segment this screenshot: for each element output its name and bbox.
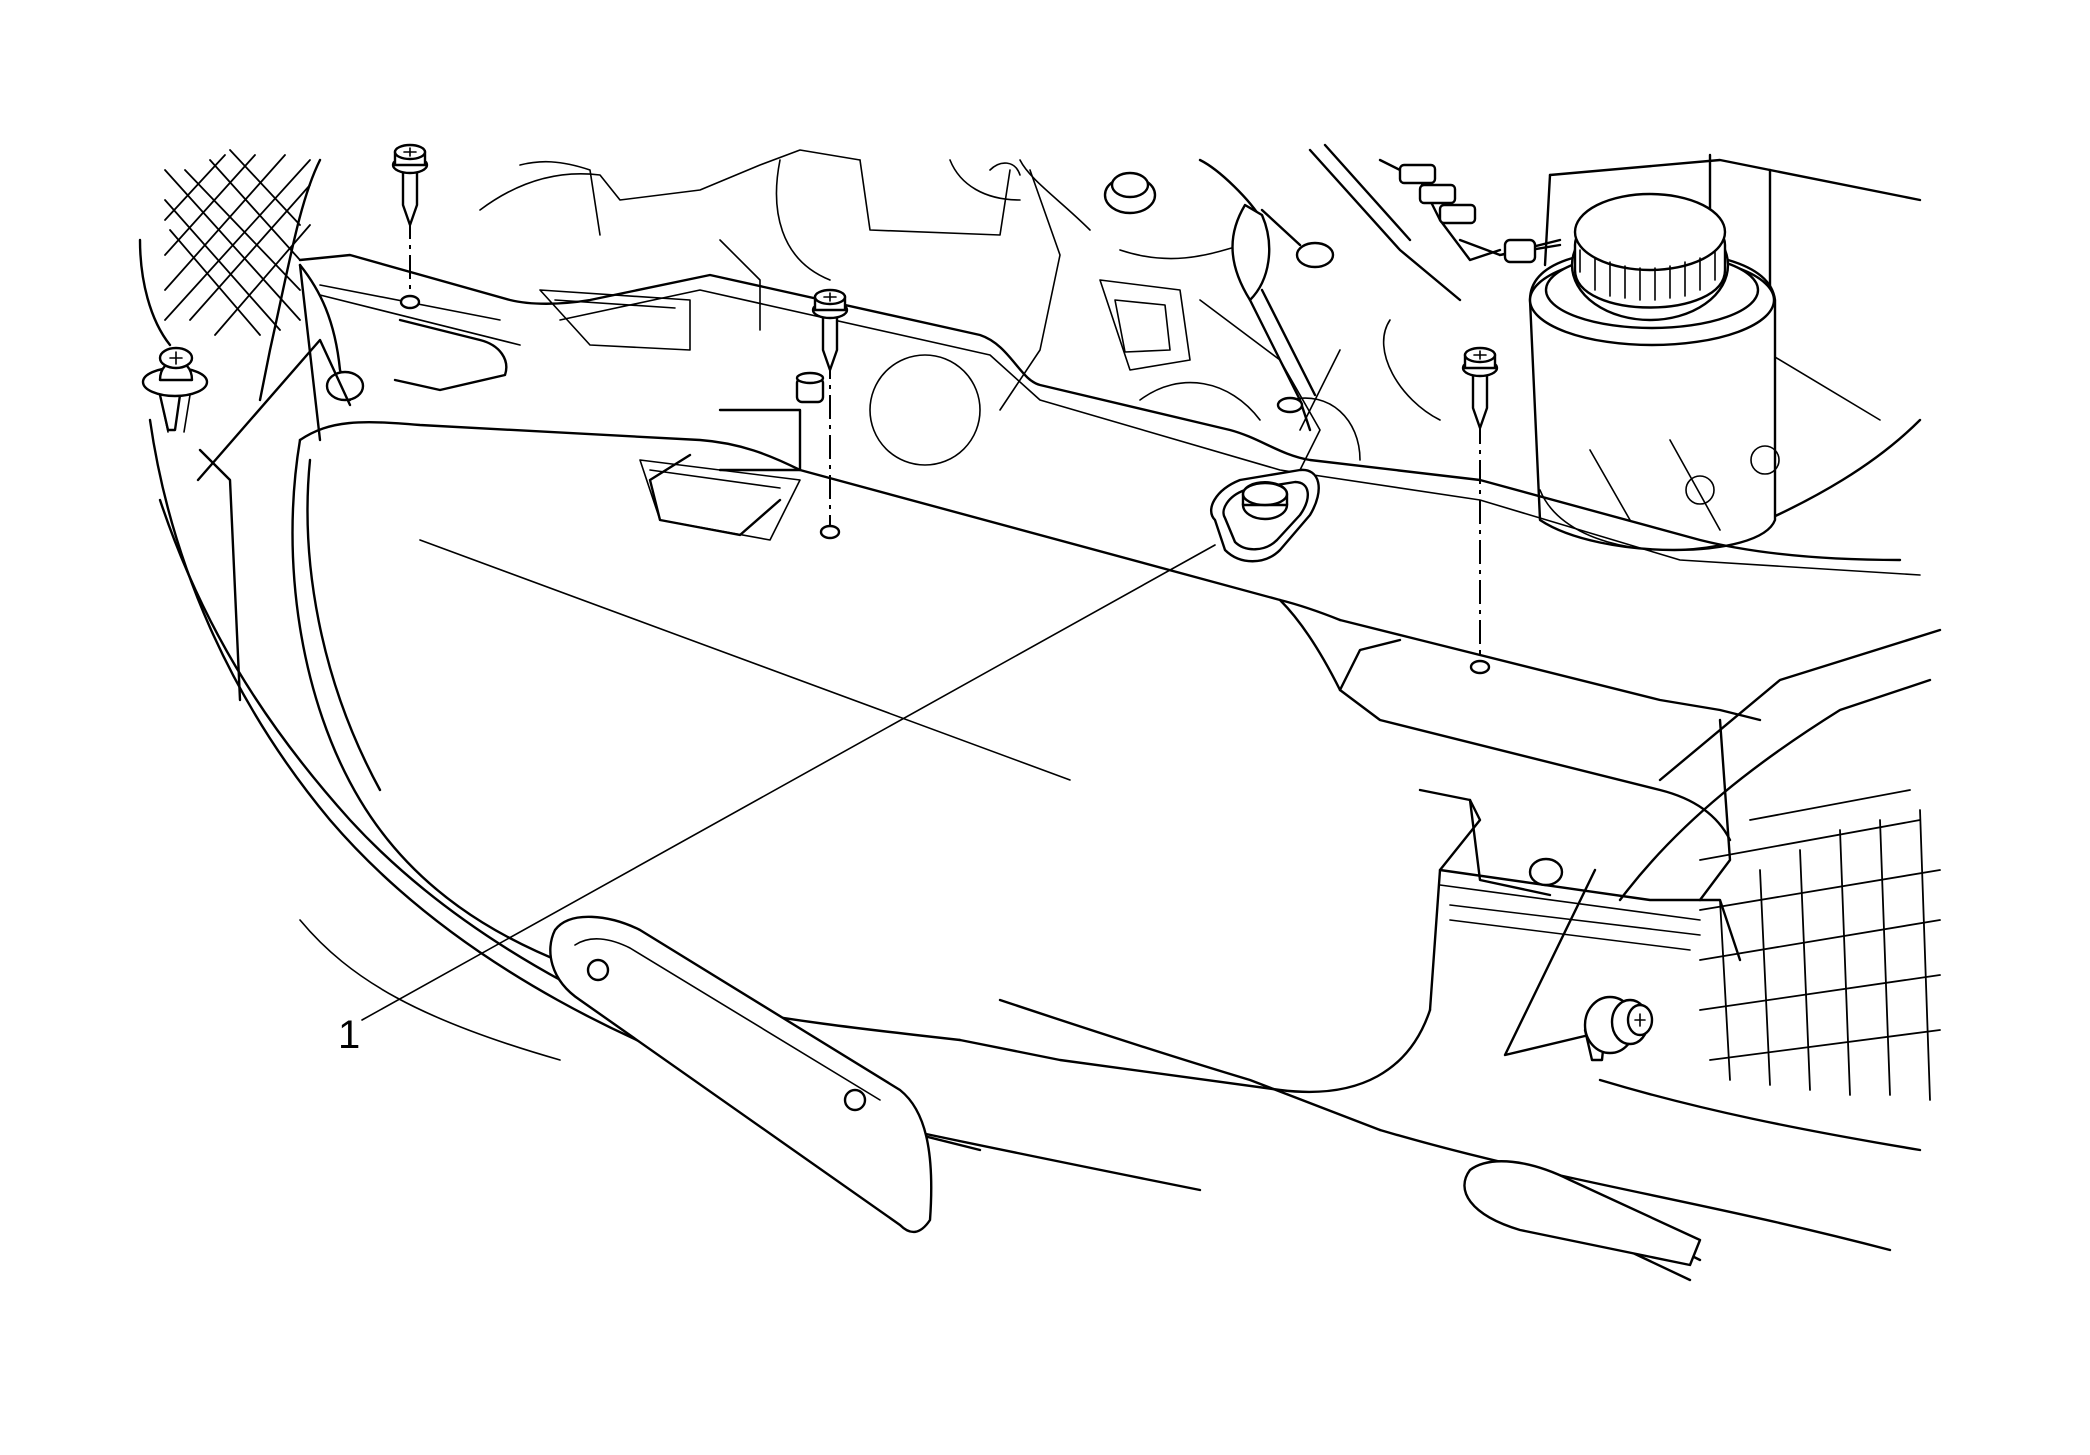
bolt-right-icon <box>1461 346 1499 675</box>
radiator-support-cover <box>291 253 1921 1094</box>
push-pin-retainer-right-icon <box>1503 868 1654 1062</box>
right-fender-bracket <box>1468 798 1564 897</box>
left-grille-mesh <box>138 149 322 402</box>
engine-compartment-background <box>479 149 1441 541</box>
left-fender-bracket <box>298 263 521 442</box>
callout-1-label: 1 <box>338 1013 360 1057</box>
access-plug-grommet-icon <box>1209 468 1320 563</box>
right-grille-mesh <box>1618 628 1942 1101</box>
callout-1: 1 <box>338 544 1216 1057</box>
bolt-left-icon <box>391 143 429 310</box>
reservoir-bottle-icon <box>1528 153 1922 552</box>
wiring-harness-icon <box>1308 143 1562 302</box>
bolt-center-icon <box>811 288 849 540</box>
push-pin-retainer-left-icon <box>141 338 352 482</box>
dipstick-icon <box>1198 158 1335 432</box>
front-bumper-fascia <box>148 418 1922 1282</box>
callout-1-leader-line <box>361 544 1216 1021</box>
